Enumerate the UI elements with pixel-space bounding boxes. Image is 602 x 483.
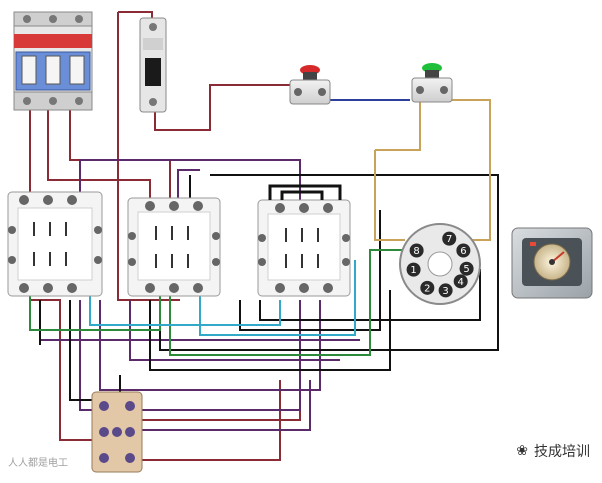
terminal-screw-icon bbox=[342, 234, 350, 242]
terminal-screw-icon bbox=[128, 232, 136, 240]
socket-pin-number: 8 bbox=[413, 246, 419, 257]
terminal-screw-icon bbox=[299, 283, 309, 293]
socket-pin-number: 7 bbox=[446, 234, 452, 245]
terminal-screw-icon bbox=[318, 88, 326, 96]
terminal-screw-icon bbox=[94, 256, 102, 264]
watermark-right-text: 技成培训 bbox=[534, 444, 590, 460]
timer-led-icon bbox=[530, 242, 536, 246]
start-push-button bbox=[411, 63, 453, 103]
terminal-screw-icon bbox=[125, 401, 135, 411]
terminal-screw-icon bbox=[19, 283, 29, 293]
toggle-switch-icon bbox=[145, 58, 161, 86]
terminal-screw-icon bbox=[23, 97, 31, 105]
terminal-screw-icon bbox=[49, 15, 57, 23]
toggle-switch-icon bbox=[21, 55, 37, 85]
terminal-screw-icon bbox=[169, 201, 179, 211]
contactor-km2 bbox=[127, 197, 221, 297]
terminal-screw-icon bbox=[149, 23, 157, 31]
motor-terminal-block bbox=[91, 391, 143, 473]
terminal-screw-icon bbox=[125, 427, 135, 437]
terminal-screw-icon bbox=[43, 195, 53, 205]
watermark-left-text: 人人都是电工 bbox=[8, 458, 68, 469]
terminal-screw-icon bbox=[258, 234, 266, 242]
terminal-screw-icon bbox=[75, 97, 83, 105]
terminal-screw-icon bbox=[43, 283, 53, 293]
toggle-switch-icon bbox=[45, 55, 61, 85]
socket-pin-icon bbox=[453, 274, 468, 289]
terminal-screw-icon bbox=[94, 226, 102, 234]
terminal-screw-icon bbox=[323, 203, 333, 213]
watermark-left: 人人都是电工 bbox=[8, 454, 68, 469]
terminal-screw-icon bbox=[75, 15, 83, 23]
wire-yellow bbox=[374, 99, 491, 241]
terminal-screw-icon bbox=[416, 86, 424, 94]
socket-pin-icon bbox=[456, 243, 471, 258]
terminal-screw-icon bbox=[275, 283, 285, 293]
socket-pin-icon bbox=[442, 231, 457, 246]
terminal-screw-icon bbox=[128, 258, 136, 266]
terminal-screw-icon bbox=[145, 283, 155, 293]
terminal-screw-icon bbox=[169, 283, 179, 293]
terminal-screw-icon bbox=[212, 232, 220, 240]
three-pole-breaker bbox=[13, 11, 93, 111]
socket-pin-number: 1 bbox=[410, 265, 416, 276]
terminal-screw-icon bbox=[275, 203, 285, 213]
time-relay-unit bbox=[511, 227, 593, 299]
socket-pin-icon bbox=[420, 280, 435, 295]
terminal-screw-icon bbox=[193, 283, 203, 293]
terminal-screw-icon bbox=[149, 98, 157, 106]
stop-push-button bbox=[289, 65, 331, 105]
terminal-screw-icon bbox=[8, 256, 16, 264]
contactor-km1 bbox=[7, 191, 103, 297]
terminal-screw-icon bbox=[67, 195, 77, 205]
terminal-screw-icon bbox=[99, 401, 109, 411]
single-pole-breaker bbox=[139, 17, 167, 113]
terminal-screw-icon bbox=[125, 453, 135, 463]
terminal-screw-icon bbox=[99, 453, 109, 463]
wire-green bbox=[29, 249, 410, 356]
terminal-screw-icon bbox=[258, 258, 266, 266]
socket-pin-number: 3 bbox=[442, 286, 448, 297]
toggle-switch-icon bbox=[69, 55, 85, 85]
terminal-screw-icon bbox=[23, 15, 31, 23]
breaker-brand-stripe bbox=[14, 34, 92, 48]
contactor-km3 bbox=[257, 184, 351, 297]
socket-pin-icon bbox=[438, 283, 453, 298]
terminal-screw-icon bbox=[299, 203, 309, 213]
terminal-screw-icon bbox=[323, 283, 333, 293]
terminal-screw-icon bbox=[212, 258, 220, 266]
wechat-icon: ❀ bbox=[516, 443, 528, 459]
wire-cyan bbox=[89, 260, 356, 336]
socket-pin-number: 6 bbox=[460, 246, 466, 257]
socket-pin-icon bbox=[406, 262, 421, 277]
socket-pin-icon bbox=[409, 243, 424, 258]
socket-pin-icon bbox=[459, 261, 474, 276]
socket-pin-number: 5 bbox=[463, 264, 469, 275]
terminal-screw-icon bbox=[49, 97, 57, 105]
terminal-screw-icon bbox=[112, 427, 122, 437]
terminal-screw-icon bbox=[99, 427, 109, 437]
terminal-screw-icon bbox=[440, 86, 448, 94]
watermark-right: ❀ 技成培训 bbox=[516, 441, 590, 461]
wire-red bbox=[29, 11, 301, 461]
socket-pin-number: 4 bbox=[457, 277, 463, 288]
terminal-screw-icon bbox=[294, 88, 302, 96]
terminal-screw-icon bbox=[145, 201, 155, 211]
terminal-screw-icon bbox=[67, 283, 77, 293]
terminal-screw-icon bbox=[342, 258, 350, 266]
terminal-screw-icon bbox=[193, 201, 203, 211]
terminal-screw-icon bbox=[8, 226, 16, 234]
terminal-screw-icon bbox=[19, 195, 29, 205]
wires bbox=[29, 11, 499, 461]
socket-pin-number: 2 bbox=[424, 283, 430, 294]
